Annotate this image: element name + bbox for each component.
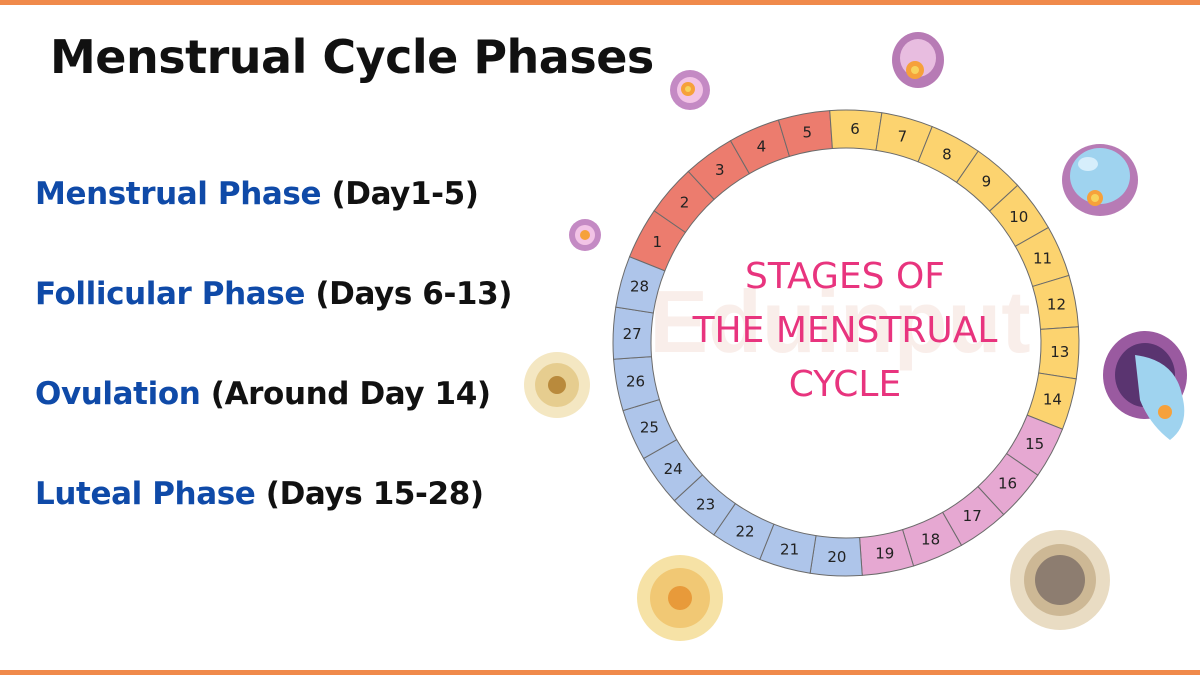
top-accent-bar: [0, 0, 1200, 5]
day-label-17: 17: [963, 507, 982, 525]
phase-range: (Around Day 14): [210, 376, 491, 412]
day-label-12: 12: [1047, 295, 1066, 313]
oocyte-icon: [1062, 144, 1138, 216]
day-label-22: 22: [736, 523, 755, 541]
day-label-20: 20: [827, 548, 846, 566]
phase-list: Menstrual Phase (Day1-5) Follicular Phas…: [35, 176, 512, 576]
day-label-13: 13: [1050, 343, 1069, 361]
phase-item-follicular: Follicular Phase (Days 6-13): [35, 276, 512, 376]
phase-item-ovulation: Ovulation (Around Day 14): [35, 376, 512, 476]
day-label-5: 5: [802, 124, 812, 142]
phase-range: (Days 15-28): [265, 476, 484, 512]
day-label-8: 8: [942, 145, 952, 163]
day-label-21: 21: [780, 540, 799, 558]
day-label-23: 23: [696, 496, 715, 514]
phase-name: Menstrual Phase: [35, 176, 322, 212]
page-title: Menstrual Cycle Phases: [50, 30, 654, 84]
watermark: Eduinput: [649, 272, 1030, 371]
day-label-7: 7: [898, 128, 908, 146]
day-label-9: 9: [982, 172, 992, 190]
phase-name: Luteal Phase: [35, 476, 256, 512]
cell-icon: [569, 219, 601, 251]
day-label-16: 16: [998, 474, 1017, 492]
day-label-2: 2: [680, 194, 690, 212]
day-label-25: 25: [640, 419, 659, 437]
day-segment-28: [615, 256, 666, 314]
center-line-2: THE MENSTRUAL: [692, 310, 998, 351]
follicle-icon: [637, 555, 723, 641]
day-label-3: 3: [715, 161, 725, 179]
center-line-1: STAGES OF: [745, 256, 945, 297]
day-label-18: 18: [921, 531, 940, 549]
day-label-1: 1: [653, 233, 663, 251]
phase-range: (Days 6-13): [315, 276, 513, 312]
day-label-11: 11: [1033, 249, 1052, 267]
day-label-10: 10: [1009, 208, 1028, 226]
phase-item-menstrual: Menstrual Phase (Day1-5): [35, 176, 512, 276]
day-label-24: 24: [664, 460, 683, 478]
day-label-4: 4: [757, 137, 767, 155]
phase-range: (Day1-5): [331, 176, 479, 212]
follicle-icon: [524, 352, 590, 418]
corpus-luteum-icon: [1010, 530, 1110, 630]
cycle-ring: [612, 109, 1080, 577]
day-label-19: 19: [875, 544, 894, 562]
ovulating-follicle-icon: [1103, 331, 1187, 440]
wheel-center-text: STAGES OF THE MENSTRUAL CYCLE: [692, 256, 998, 405]
day-label-15: 15: [1025, 435, 1044, 453]
day-label-28: 28: [630, 278, 649, 296]
cell-icon: [892, 32, 944, 88]
day-label-14: 14: [1043, 390, 1062, 408]
day-label-26: 26: [626, 373, 645, 391]
phase-name: Follicular Phase: [35, 276, 305, 312]
bottom-accent-bar: [0, 670, 1200, 675]
phase-item-luteal: Luteal Phase (Days 15-28): [35, 476, 512, 576]
phase-name: Ovulation: [35, 376, 201, 412]
center-line-3: CYCLE: [789, 364, 901, 405]
day-label-27: 27: [623, 325, 642, 343]
day-label-6: 6: [850, 120, 860, 138]
cell-icon: [670, 70, 710, 110]
